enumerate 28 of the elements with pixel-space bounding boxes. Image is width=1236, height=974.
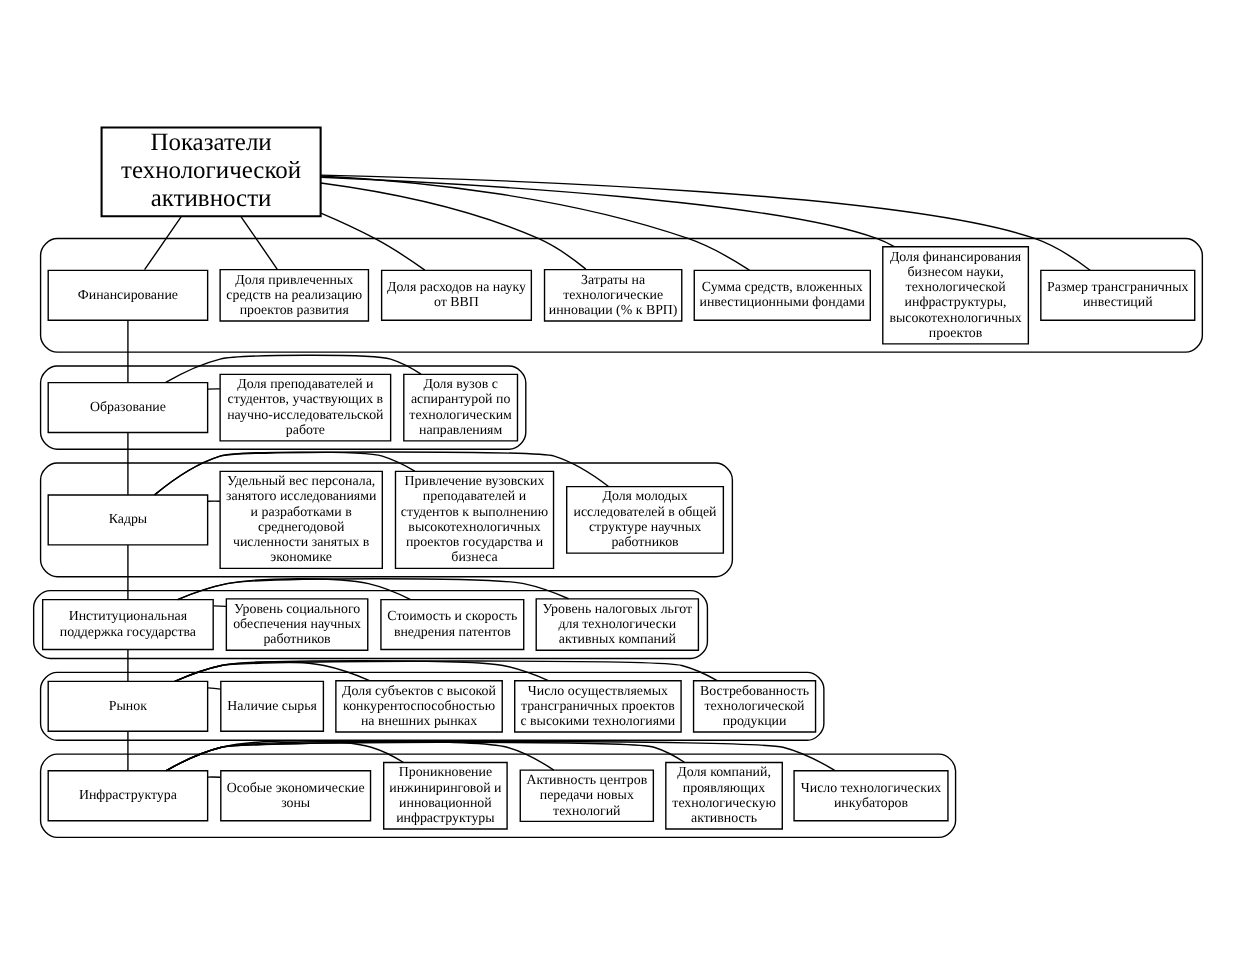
connector (240, 215, 278, 269)
connector (213, 604, 227, 607)
cluster (39, 364, 527, 449)
connector (320, 181, 587, 269)
cluster (39, 752, 957, 838)
connector (174, 659, 718, 682)
cluster (39, 461, 734, 577)
connector (207, 499, 221, 501)
connector (207, 775, 221, 777)
connector (319, 173, 1091, 270)
node-box: Показатели технологической активности (100, 125, 322, 217)
connector (165, 739, 836, 771)
cluster (39, 236, 1204, 352)
connector (153, 450, 610, 495)
connector (143, 215, 182, 270)
connector (127, 647, 129, 681)
connector (127, 318, 129, 383)
cluster (39, 670, 825, 740)
connector (127, 543, 129, 599)
connector (320, 211, 426, 270)
connector (127, 729, 129, 771)
connector (127, 431, 129, 495)
connector (165, 353, 422, 383)
cluster (32, 588, 709, 659)
connector (206, 387, 221, 389)
connector (207, 686, 222, 689)
connector (320, 175, 895, 247)
connector (320, 174, 751, 270)
